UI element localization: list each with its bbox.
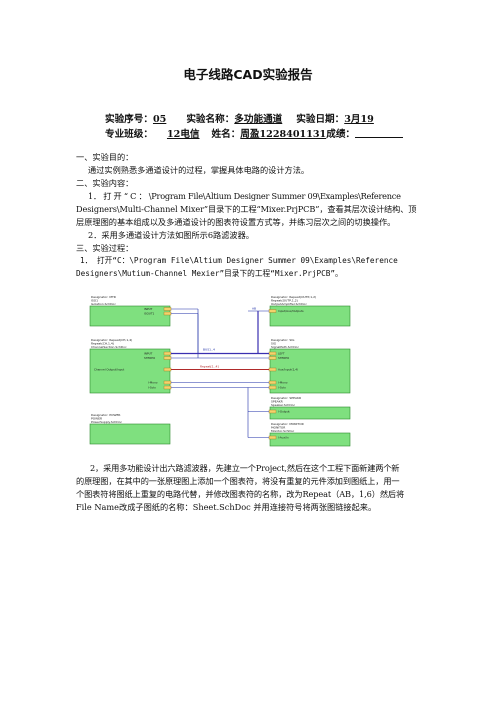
exp-name-value: 多功能通道: [234, 114, 283, 125]
sheet-symbol-isolation: Designator: MTR ISO1 Isolation.SchDoc IN…: [89, 295, 172, 327]
content-text-1a: 1． 打 开 “ C ： \Program File\Altium Design…: [88, 191, 401, 201]
sheet-symbol-speaker: Designator: SPEAKR SPEAKR Speaker.SchDoc…: [268, 396, 351, 420]
class-value: 12电信: [166, 129, 200, 140]
signal-port-3: Aux/Input(1,4): [278, 368, 298, 372]
process-text-2c: 个图表符将图纸上重复的电路代替，并修改图表符的名称，改为Repeat（AB，1,…: [76, 489, 405, 499]
isolation-name: ISO1: [91, 299, 98, 303]
signal-port-4: I-Mono: [278, 381, 288, 385]
channel-name: Repeat(CH,1,4): [91, 342, 114, 346]
output-name: Repeat(OUTP,1,2): [271, 299, 298, 303]
monitor-designator: Designator: MONITOR: [271, 422, 304, 426]
bus-label: BUS1..4: [203, 348, 215, 352]
power-name: POWER: [91, 417, 102, 421]
power-file: PowerSupply.SchDoc: [91, 420, 122, 424]
name-value: 周盈1228401131: [240, 129, 327, 140]
aux-label: AB: [252, 307, 256, 311]
channel-designator: Designator: Repeat(CH,1,4): [91, 338, 132, 342]
speaker-port-1: I-Output: [278, 410, 291, 414]
isolation-file: Isolation.SchDoc: [91, 302, 116, 306]
signal-port-1: LEFT: [278, 352, 285, 356]
monitor-port-1: I-Aux/In: [278, 436, 289, 440]
content-text-1b: Designers\Multi-Channel Mixer”目录下的工程“Mix…: [76, 204, 417, 214]
output-file: OutputAmplifier.SchDoc: [271, 302, 307, 306]
exp-no-label: 实验序号：: [105, 114, 153, 125]
schematic-diagram: Designator: MTR ISO1 Isolation.SchDoc IN…: [88, 292, 354, 448]
output-designator: Designator: Repeat(OUTP,1,2): [271, 295, 316, 299]
repeat-label: Repeat[1..4]: [200, 365, 219, 369]
channel-port-1: INPUT: [144, 352, 153, 356]
class-label: 专业班级：: [105, 129, 153, 140]
process-text-2a: 2，采用多功能设计出六路滤波器，先建立一个Project,然后在这个工程下面新建…: [90, 463, 400, 473]
isolation-designator: Designator: MTR: [91, 295, 116, 299]
power-designator: Designator: POWER: [91, 413, 120, 417]
exp-name-label: 实验名称：: [186, 114, 235, 125]
signal-file: SignalPath.SchDoc: [271, 345, 299, 349]
content-text-1c: 层原理图的基本组成以及多通道设计的图表符设置方式等，并练习层次之间的切换操作。: [76, 217, 396, 227]
score-blank: [355, 128, 404, 138]
process-text-1b: Designers\Mutium-Channel Mexier”目录下的工程“M…: [76, 269, 343, 278]
signal-port-2: STEREO: [278, 356, 290, 360]
section-heading-process: 三、实验过程：: [76, 243, 134, 253]
channel-file: ChannelSection.SchDoc: [91, 345, 127, 349]
content-text-2: 2．采用多通道设计方法如图所示6路滤波器。: [88, 230, 254, 240]
sheet-symbol-power: Designator: POWER POWER PowerSupply.SchD…: [89, 413, 171, 445]
signal-port-5: I-Solo: [278, 386, 286, 390]
exp-no-value: 05: [152, 114, 167, 125]
name-label: 姓名：: [211, 129, 241, 140]
sheet-symbol-monitor: Designator: MONITOR MONITOR Monitor.SchD…: [268, 422, 351, 447]
output-port-1: Input/Aux/Outputs: [278, 309, 304, 313]
section-heading-content: 二、实验内容：: [76, 178, 134, 188]
section-heading-purpose: 一、实验目的：: [76, 152, 134, 162]
process-text-2d: File Name改成子图纸的名称：Sheet.SchDoc 并用连接符号将两张…: [76, 502, 377, 512]
meta-row-1: 实验序号：05 实验名称：多功能通道 实验日期：3月19: [105, 111, 374, 125]
channel-port-3: Channel Output/Input: [94, 368, 125, 372]
sheet-symbol-channel: Designator: Repeat(CH,1,4) Repeat(CH,1,4…: [89, 338, 172, 394]
sheet-symbol-output: Designator: Repeat(OUTP,1,2) Repeat(OUTP…: [268, 295, 351, 327]
exp-date-label: 实验日期：: [296, 114, 345, 125]
monitor-file: Monitor.SchDoc: [271, 429, 295, 433]
signal-designator: Designator: SIG: [271, 338, 295, 342]
speaker-designator: Designator: SPEAKR: [271, 396, 301, 400]
sheet-symbol-signal: Designator: SIG SIG SignalPath.SchDoc LE…: [268, 338, 351, 394]
report-title: 电子线路CAD实验报告: [183, 67, 313, 82]
exp-date-value: 3月19: [344, 114, 374, 125]
channel-port-5: I-Solo: [148, 386, 156, 390]
signal-name: SIG: [271, 342, 277, 346]
process-text-2b: 的原理图，在其中的一张原理图上添加一个图表符，将没有重复的元件添加到图纸上，用一: [76, 476, 400, 486]
purpose-text: 通过实例熟悉多通道设计的过程，掌握具体电路的设计方法。: [88, 165, 310, 175]
score-label: 成绩：: [326, 129, 356, 140]
speaker-name: SPEAKR: [271, 400, 283, 404]
channel-port-4: I-Mono: [148, 381, 158, 385]
process-text-1a: 1． 打开“C：\Program File\Altium Designer Su…: [80, 256, 398, 265]
isolation-port-1: INPUT: [144, 307, 153, 311]
meta-row-2: 专业班级： 12电信姓名：周盈1228401131成绩：: [105, 126, 404, 140]
channel-port-2: STEREO: [144, 356, 156, 360]
monitor-name: MONITOR: [271, 426, 285, 430]
isolation-port-2: ISOUT1: [144, 312, 155, 316]
wires: [171, 308, 269, 438]
speaker-file: Speaker.SchDoc: [271, 403, 295, 407]
